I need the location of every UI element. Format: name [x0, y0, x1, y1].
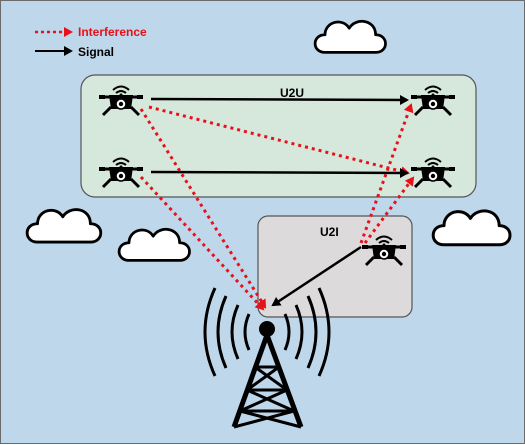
signal-links [150, 94, 409, 307]
interference-legend-label: Interference [78, 25, 147, 39]
u2i-label: U2I [320, 225, 339, 239]
interference-arrow [148, 105, 410, 177]
cloud-icon [313, 19, 387, 54]
u2i-region: U2I [257, 215, 413, 318]
signal-arrow [150, 167, 409, 178]
signal-legend-label: Signal [78, 45, 114, 59]
u2u-region: U2U [80, 74, 477, 198]
cloud-icon [117, 227, 191, 262]
cloud-icon [431, 209, 512, 247]
cell-tower-icon [203, 287, 331, 429]
u2u-label: U2U [280, 86, 304, 100]
interference-links [139, 103, 415, 311]
legend: Interference Signal [35, 25, 147, 59]
cloud-icon [25, 208, 103, 244]
signal-arrow [150, 94, 409, 105]
signal-arrow [271, 245, 362, 307]
interference-arrow [139, 175, 265, 311]
